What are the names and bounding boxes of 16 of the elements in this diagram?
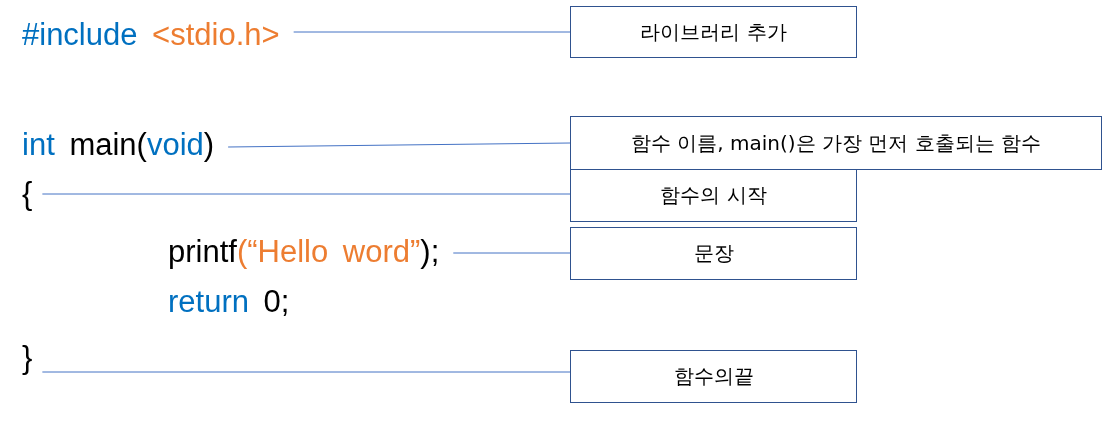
code-line: printf(“Hello word”); (168, 234, 440, 270)
annotation-box: 함수의끝 (570, 350, 857, 403)
code-line: return 0; (168, 284, 290, 320)
annotation-box: 함수 이름, main()은 가장 먼저 호출되는 함수 (570, 116, 1102, 170)
annotation-box: 함수의 시작 (570, 169, 857, 222)
leader-line (293, 31, 571, 33)
leader-line (452, 252, 571, 254)
code-line: #include <stdio.h> (22, 17, 280, 53)
annotation-box: 라이브러리 추가 (570, 6, 857, 58)
code-line: int main(void) (22, 127, 215, 163)
code-line: { (22, 176, 33, 212)
leader-line (41, 193, 571, 195)
leader-line (227, 142, 571, 148)
code-line: } (22, 340, 33, 376)
leader-line (41, 371, 571, 373)
annotation-box: 문장 (570, 227, 857, 280)
